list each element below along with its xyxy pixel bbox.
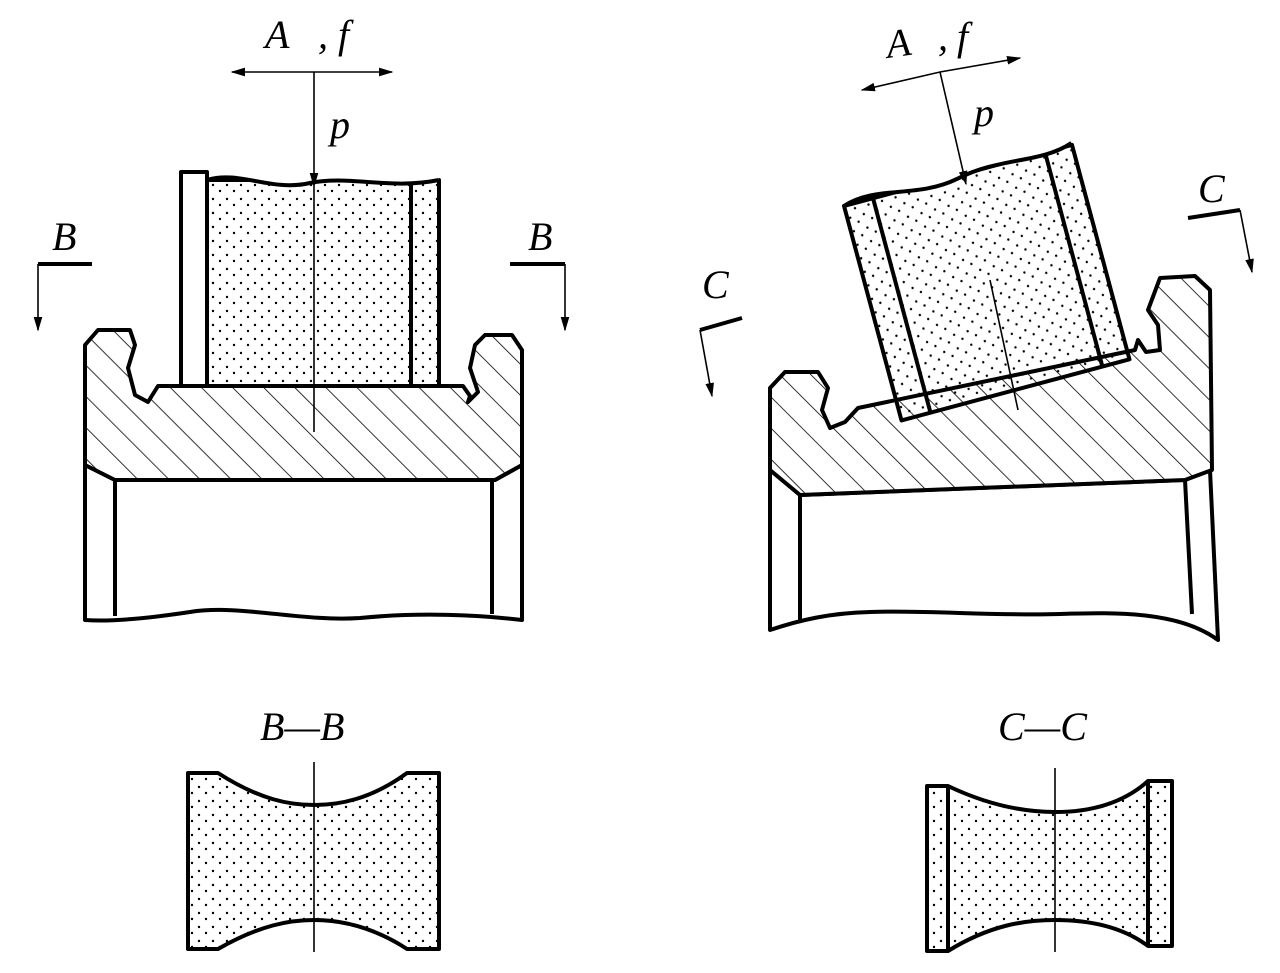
section-C-label-right: C: [1198, 166, 1226, 211]
section-CC: C—C: [925, 704, 1174, 953]
right-grinding-wheel-group: [841, 135, 1132, 423]
left-grinding-wheel: [205, 178, 441, 388]
section-C-label-left: C: [702, 262, 730, 307]
right-wheel-break-line: [842, 141, 1073, 208]
left-figure: A , f p B B: [33, 12, 570, 623]
right-feed-arrow-left: [860, 71, 941, 92]
right-flange-inner-left: [871, 197, 933, 414]
right-bore-wall-right: [1183, 479, 1194, 615]
right-label-p: p: [971, 90, 994, 135]
left-workpiece-bore: [83, 463, 524, 623]
left-flange-left: [179, 170, 209, 388]
right-center-line: [989, 279, 1019, 411]
section-BB: B—B: [186, 704, 441, 952]
section-CC-profile: [925, 779, 1174, 953]
section-BB-title: B—B: [260, 704, 344, 749]
section-C-arrow-right: [1239, 209, 1254, 274]
right-label-comma: ,: [938, 14, 948, 59]
right-workpiece-bore: [768, 468, 1220, 642]
section-C-marker-left: [699, 316, 743, 332]
section-C-arrow-left: [699, 329, 714, 398]
right-flange-inner-right: [1044, 155, 1105, 368]
left-label-f: f: [338, 12, 354, 57]
left-label-comma: ,: [318, 12, 328, 57]
left-label-A: A: [262, 12, 290, 57]
section-C-marker-right: [1187, 208, 1241, 220]
section-B-label-right: B: [528, 214, 552, 259]
right-figure: A , f p C C: [699, 14, 1254, 642]
right-feed-arrow-right: [939, 55, 1022, 73]
right-label-f: f: [957, 14, 973, 59]
right-label-A: A: [880, 19, 914, 67]
left-label-p: p: [327, 102, 350, 147]
left-workpiece-section: [83, 328, 524, 482]
right-force-p-arrow: [939, 71, 968, 186]
section-B-label-left: B: [52, 214, 76, 259]
section-CC-title: C—C: [998, 704, 1088, 749]
